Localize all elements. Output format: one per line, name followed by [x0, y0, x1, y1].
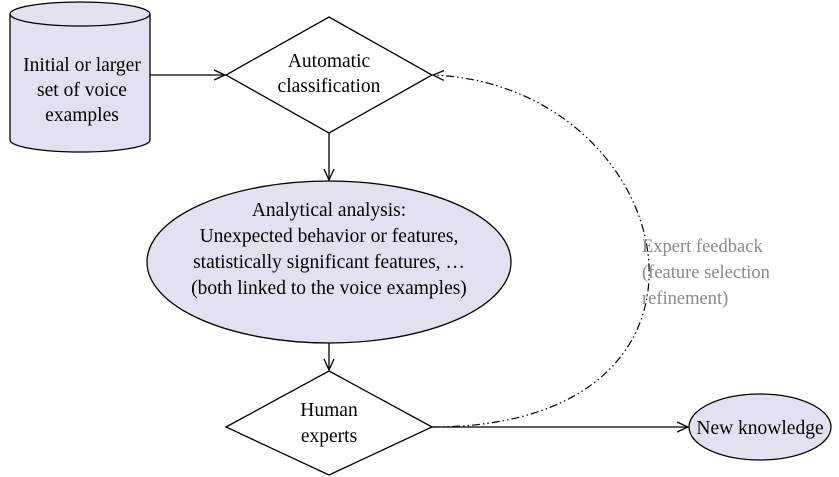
analytical-line-3: statistically significant features, …: [193, 252, 465, 273]
analytical-line-2: Unexpected behavior or features,: [200, 226, 459, 247]
expert-feedback-label: Expert feedback (feature selection refin…: [642, 237, 770, 309]
auto-classification-line-1: Automatic: [288, 51, 371, 72]
analytical-line-1: Analytical analysis:: [252, 200, 406, 221]
voice-examples-line-3: examples: [45, 105, 119, 126]
human-experts-diamond: Human experts: [224, 370, 434, 476]
voice-examples-line-1: Initial or larger: [23, 55, 141, 76]
analytical-line-4: (both linked to the voice examples): [191, 278, 467, 299]
new-knowledge-ellipse: New knowledge: [688, 393, 832, 461]
voice-examples-line-2: set of voice: [37, 80, 127, 101]
human-experts-line-1: Human: [300, 400, 358, 421]
human-experts-line-2: experts: [301, 426, 357, 447]
automatic-classification-diamond: Automatic classification: [224, 16, 434, 134]
feedback-line-1: Expert feedback: [642, 237, 763, 257]
auto-classification-line-2: classification: [278, 76, 381, 97]
new-knowledge-label: New knowledge: [696, 418, 823, 439]
feedback-curve-arrow: [432, 75, 650, 428]
analytical-analysis-ellipse: Analytical analysis: Unexpected behavior…: [146, 180, 512, 344]
voice-examples-database: Initial or larger set of voice examples: [9, 1, 151, 153]
feedback-line-3: refinement): [642, 289, 728, 309]
feedback-line-2: (feature selection: [642, 263, 770, 283]
